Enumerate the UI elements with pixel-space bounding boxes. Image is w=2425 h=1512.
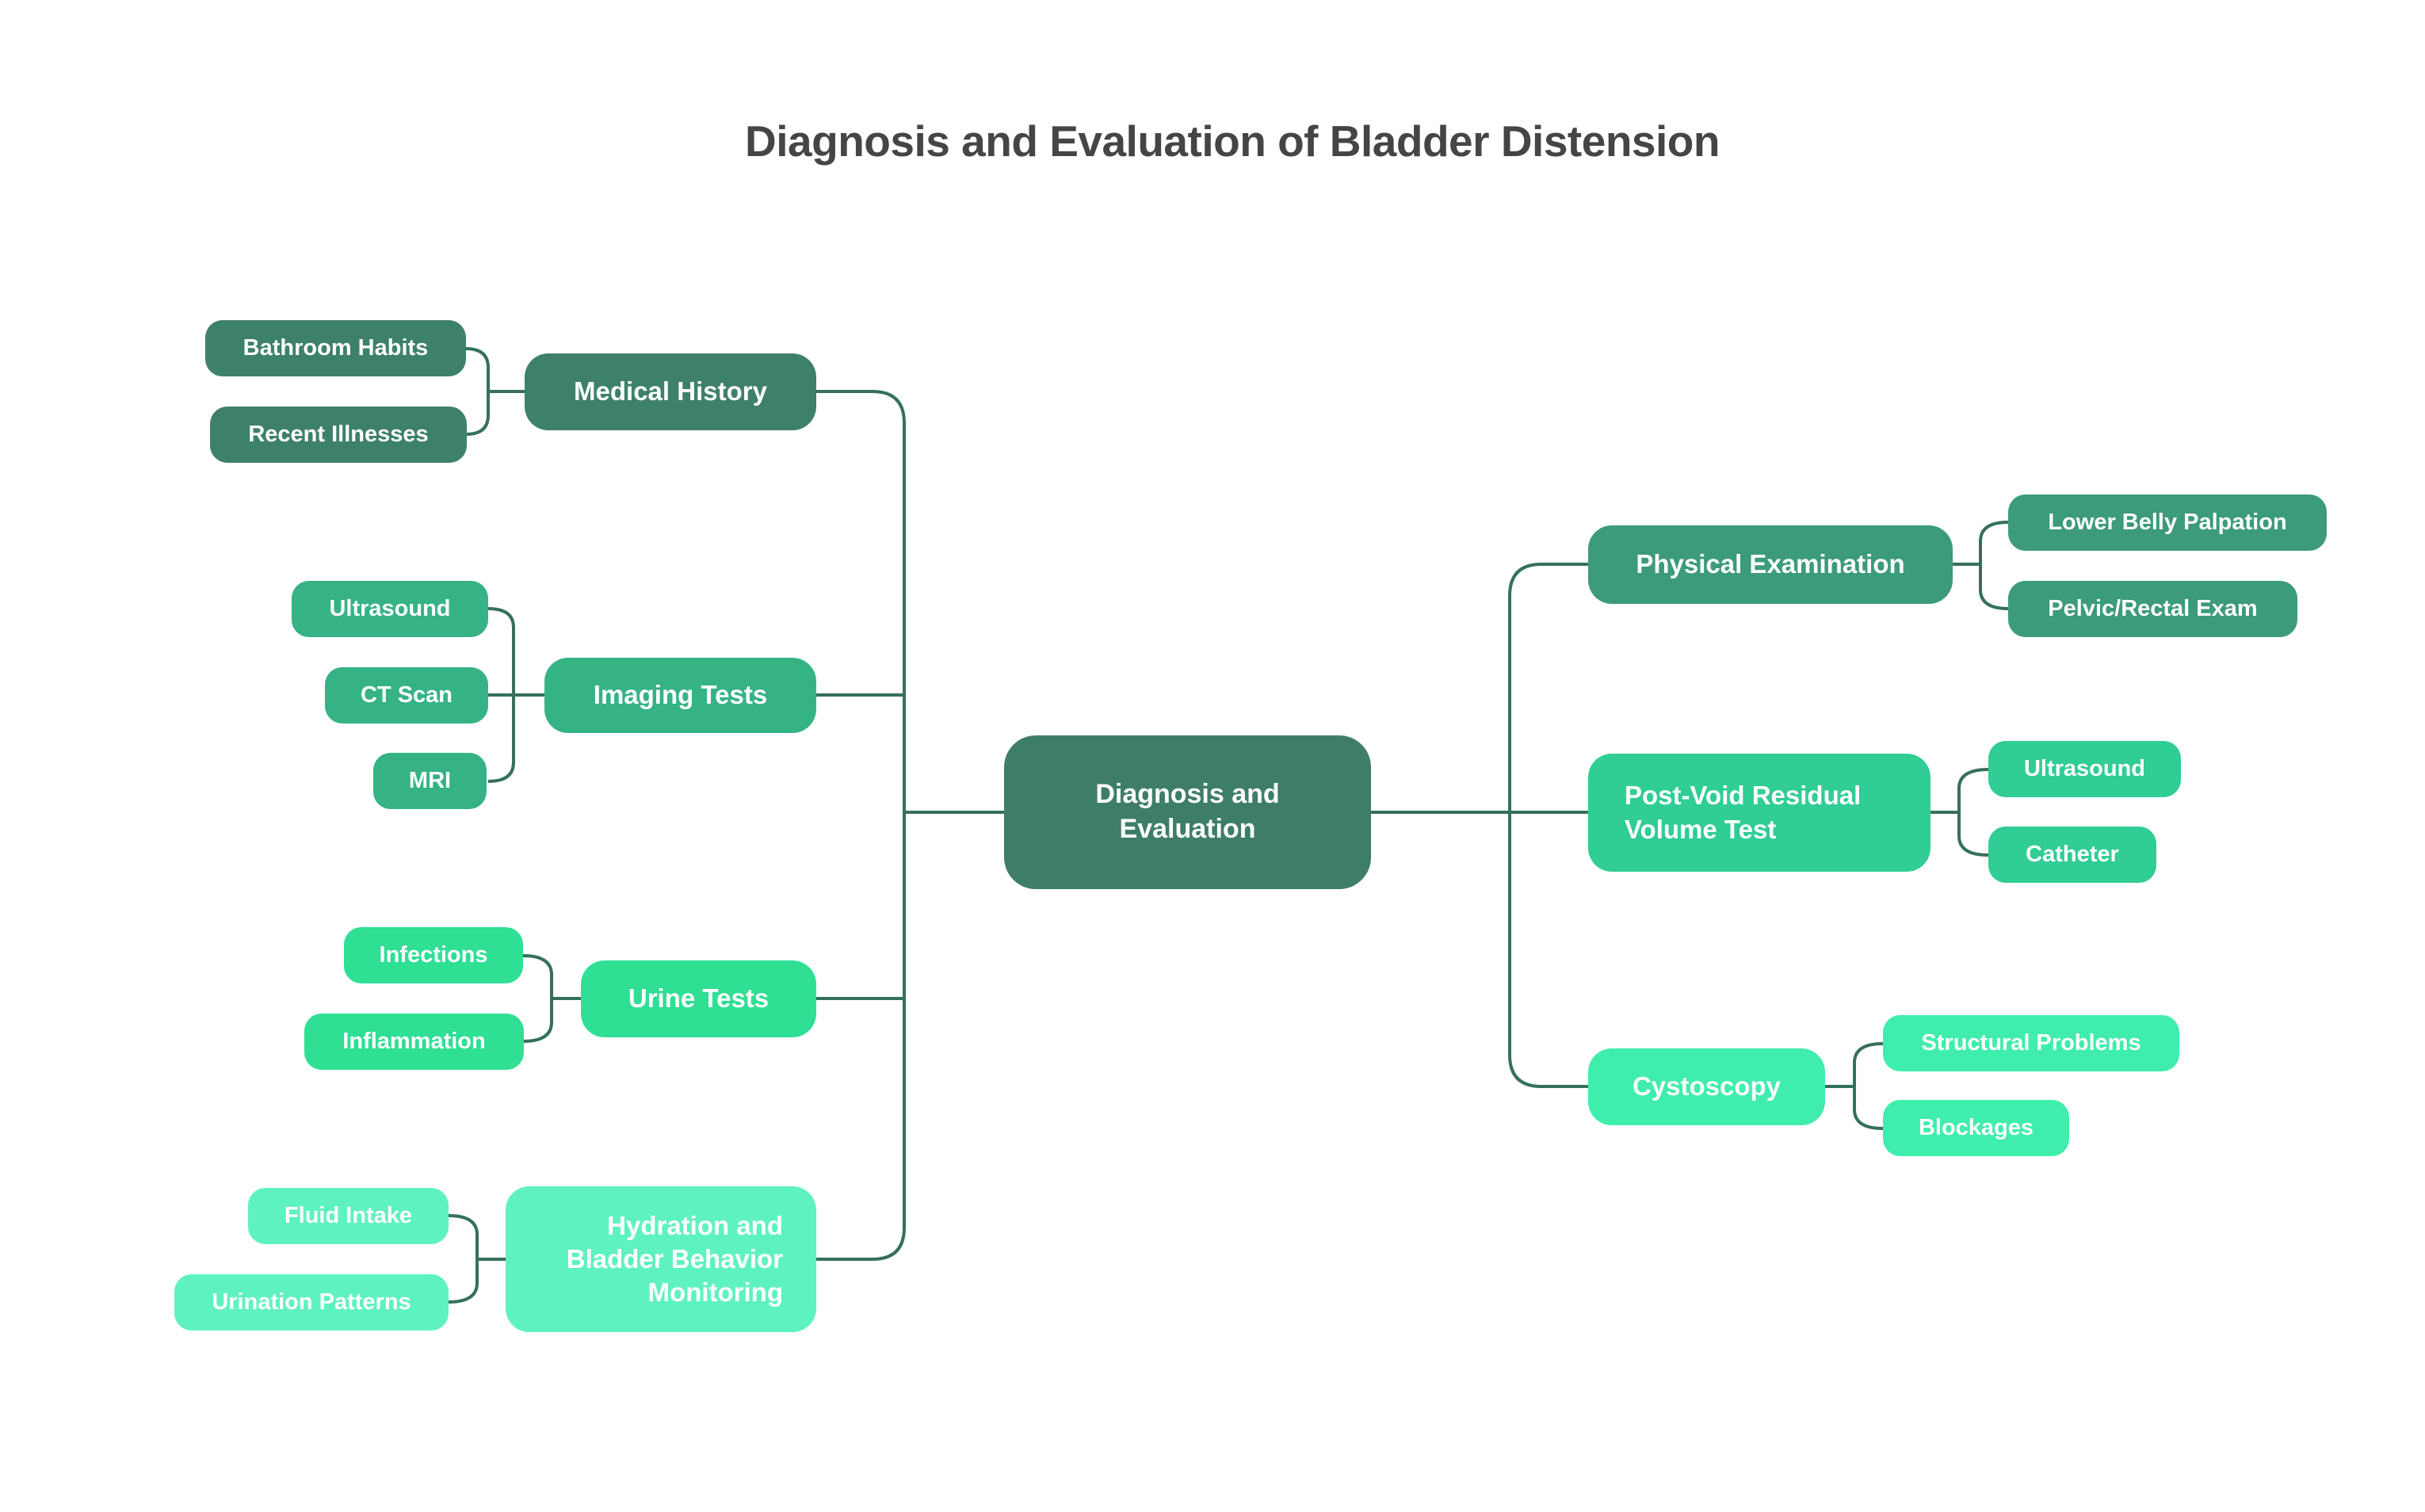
- node-post-void-residual-volume-test: Post-Void Residual Volume Test: [1588, 754, 1930, 872]
- edge-physical-bracket: [1979, 521, 2009, 610]
- node-mri: MRI: [373, 753, 487, 809]
- node-infections: Infections: [344, 927, 523, 983]
- node-medical-history: Medical History: [525, 353, 816, 430]
- node-central: Diagnosis and Evaluation: [1004, 735, 1371, 889]
- node-urination-patterns: Urination Patterns: [174, 1274, 449, 1331]
- node-pelvic-rectal-exam: Pelvic/Rectal Exam: [2008, 581, 2297, 637]
- edge-medical-bracket: [465, 347, 490, 436]
- edge-right-trunk: [1508, 563, 1588, 1088]
- node-structural-problems: Structural Problems: [1883, 1015, 2179, 1071]
- node-bathroom-habits: Bathroom Habits: [205, 320, 466, 376]
- edge-left-trunk: [816, 390, 906, 1261]
- edge-postvoid-bracket: [1957, 768, 1989, 857]
- node-inflammation: Inflammation: [304, 1014, 524, 1070]
- node-lower-belly-palpation: Lower Belly Palpation: [2008, 494, 2327, 551]
- node-ct-scan: CT Scan: [325, 667, 488, 724]
- node-fluid-intake: Fluid Intake: [248, 1188, 449, 1244]
- node-blockages: Blockages: [1883, 1100, 2069, 1156]
- node-hydration-monitoring: Hydration and Bladder Behavior Monitorin…: [506, 1186, 816, 1332]
- node-cystoscopy: Cystoscopy: [1588, 1048, 1825, 1125]
- node-imaging-tests: Imaging Tests: [544, 658, 816, 733]
- edge-urine-bracket: [522, 954, 553, 1043]
- node-ultrasound-postvoid: Ultrasound: [1988, 741, 2181, 797]
- diagram-title: Diagnosis and Evaluation of Bladder Dist…: [745, 116, 1720, 166]
- node-physical-examination: Physical Examination: [1588, 525, 1953, 604]
- edge-cystoscopy-bracket: [1853, 1042, 1884, 1130]
- node-recent-illnesses: Recent Illnesses: [210, 407, 467, 463]
- node-urine-tests: Urine Tests: [581, 960, 816, 1037]
- edge-hydration-bracket: [448, 1214, 479, 1304]
- node-ultrasound-imaging: Ultrasound: [292, 581, 488, 637]
- edge-group: [448, 347, 2009, 1304]
- node-catheter: Catheter: [1988, 827, 2156, 883]
